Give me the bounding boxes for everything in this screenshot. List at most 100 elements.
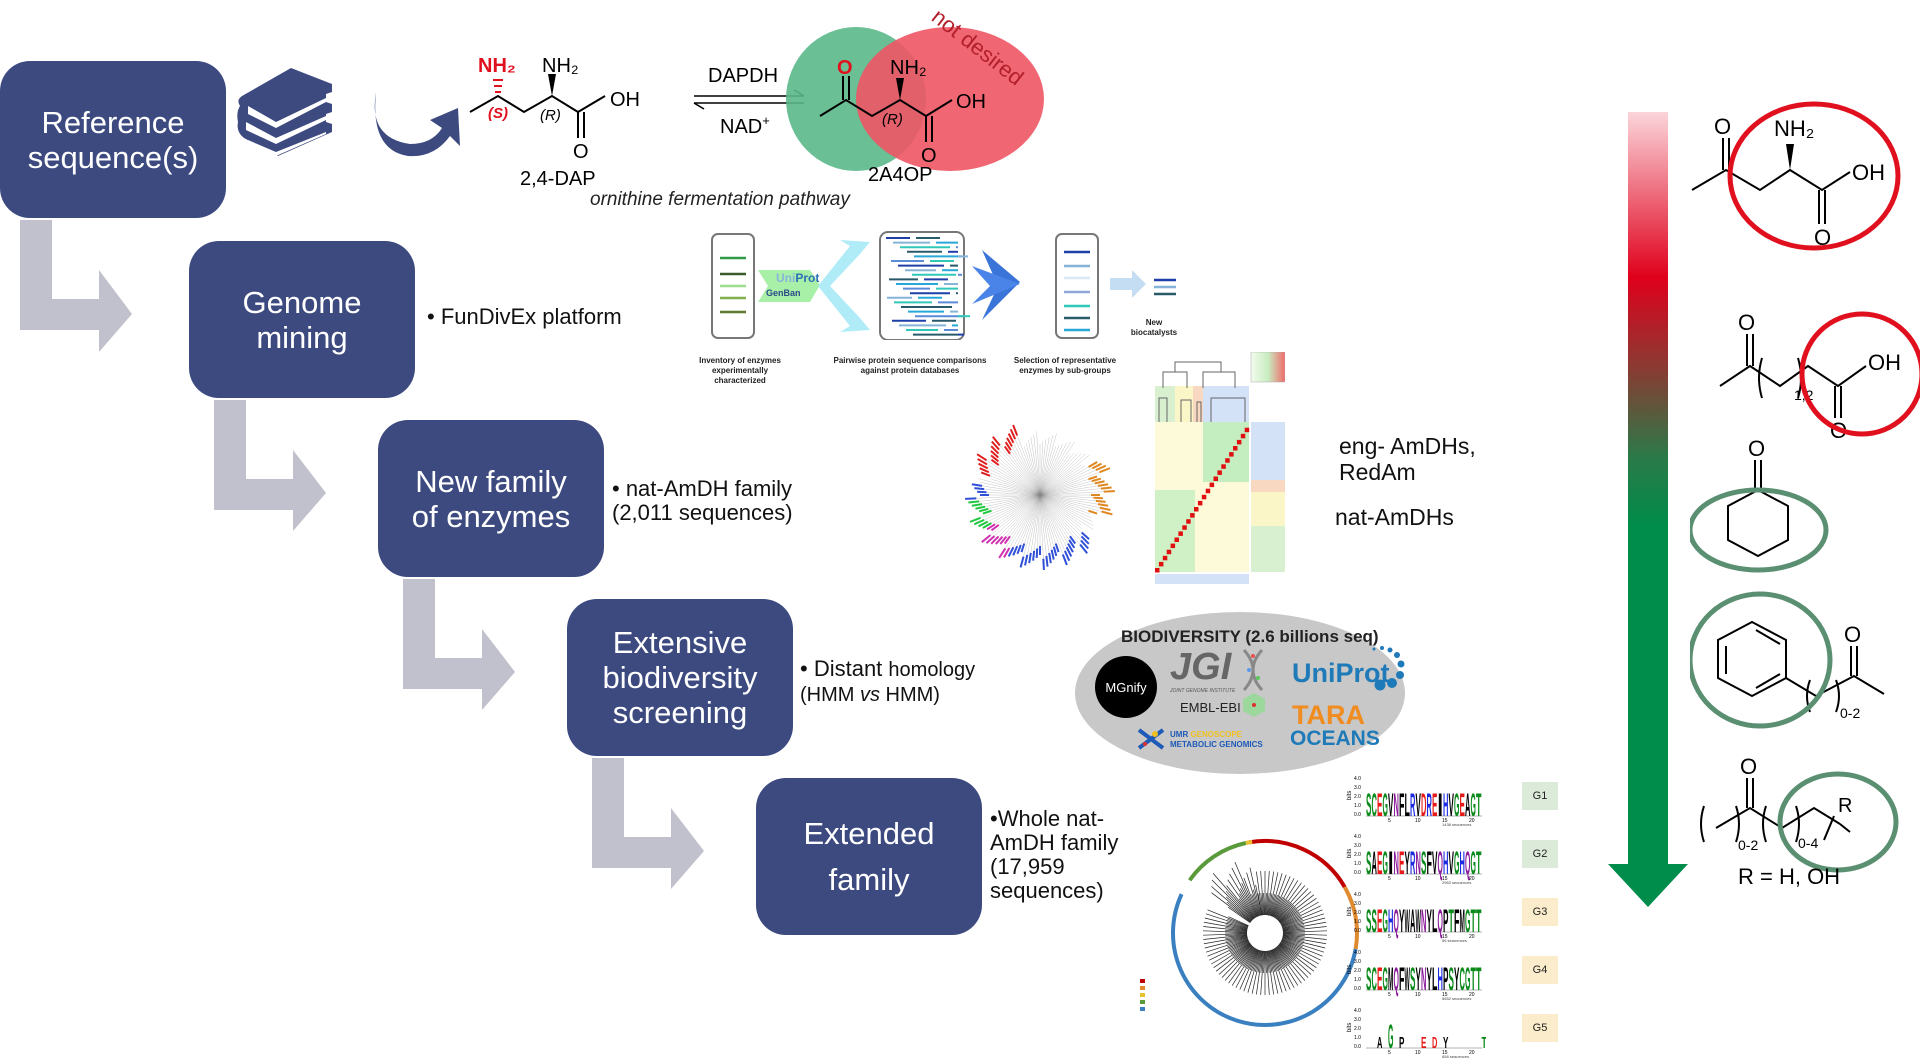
- connector-arrow-1: [20, 220, 132, 352]
- product-oh: OH: [956, 91, 986, 113]
- logo-ylabel: bits: [1347, 1023, 1353, 1032]
- tara-logo: TARA: [1292, 703, 1365, 727]
- biodiversity-title: BIODIVERSITY (2.6 billions seq): [1121, 627, 1379, 647]
- selection-panel: [1056, 234, 1098, 338]
- logo-ytick: 1.0: [1354, 977, 1361, 983]
- logo-ytick: 1.0: [1354, 861, 1361, 867]
- logo-ytick: 0.0: [1354, 1044, 1361, 1050]
- logo-letter: P: [1399, 1035, 1405, 1052]
- color-key: [1251, 352, 1285, 382]
- phenyl-ketone-o: O: [1844, 622, 1861, 647]
- phenyl-index: 0-2: [1840, 705, 1860, 721]
- logo-seq-count: 1438 sequences: [1442, 822, 1471, 826]
- caption-inventory: Inventory of enzymes experimentally char…: [690, 356, 790, 386]
- logo-seq-count: 2963 sequences: [1442, 880, 1471, 884]
- bullet-text: homology: [888, 659, 975, 681]
- tree-legend: [1140, 979, 1145, 1011]
- logo-ytick: 0.0: [1354, 986, 1361, 992]
- green-circle-2: [1690, 594, 1830, 726]
- logo-ytick: 1.0: [1354, 1035, 1361, 1041]
- red-ellipse: [856, 27, 1044, 171]
- aliphatic-index-1: 0-2: [1738, 837, 1758, 853]
- logo-ylabel: bits: [1347, 965, 1353, 974]
- product-name: 2A4OP: [868, 164, 932, 186]
- logo-seq-count: 5652 sequences: [1442, 996, 1471, 1000]
- logo-ytick: 4.0: [1354, 892, 1361, 898]
- logo-xtick: 10: [1415, 1050, 1421, 1056]
- logo-ytick: 3.0: [1354, 785, 1361, 791]
- bullet-text: • Distant: [800, 656, 888, 681]
- logo-xtick: 20: [1469, 1050, 1475, 1056]
- logo-letter: T: [1476, 787, 1482, 823]
- group-label-g5: G5: [1522, 1014, 1558, 1042]
- spread-arrows: [818, 240, 870, 332]
- logo-ytick: 3.0: [1354, 843, 1361, 849]
- embl-hex-icon: [1242, 692, 1266, 718]
- label-eng-amdhs: eng- AmDHs, RedAm: [1339, 433, 1476, 485]
- logo-ytick: 1.0: [1354, 803, 1361, 809]
- r-definition: R = H, OH: [1738, 864, 1840, 889]
- bullet-nat-amdh-family: • nat-AmDH family (2,011 sequences): [612, 477, 793, 525]
- uniprot-dots-icon: [1360, 645, 1408, 693]
- gradient-arrow: [1608, 112, 1688, 907]
- uniprot-mini-logo: UniProt: [776, 271, 819, 285]
- sub1-ketone-o: O: [1714, 114, 1731, 139]
- bullet-text: vs: [860, 684, 880, 706]
- logo-ytick: 0.0: [1354, 812, 1361, 818]
- sub2-ketone-o: O: [1738, 310, 1755, 335]
- embl-ebi-logo: EMBL-EBI: [1180, 700, 1241, 715]
- jgi-subtitle: JOINT GENOME INSTITUTE: [1170, 688, 1235, 694]
- connector-arrow-3: [403, 579, 515, 710]
- logo-letter: Y: [1443, 1035, 1449, 1052]
- oh-label: OH: [610, 89, 640, 111]
- logo-ytick: 2.0: [1354, 794, 1361, 800]
- jgi-logo: JGI: [1170, 646, 1231, 689]
- logo-letter: G: [1388, 1018, 1393, 1056]
- logo-ytick: 3.0: [1354, 901, 1361, 907]
- logo-ytick: 2.0: [1354, 910, 1361, 916]
- logo-ytick: 3.0: [1354, 1017, 1361, 1023]
- logo-letter: T: [1476, 845, 1482, 881]
- logo-ytick: 2.0: [1354, 1026, 1361, 1032]
- logo-ylabel: bits: [1347, 791, 1353, 800]
- similarity-heatmap: [1155, 352, 1285, 584]
- reaction-scheme: NH₂ NH₂ OH O (S) (R) 2,4-DAP DAPDH NAD+ …: [460, 0, 1060, 215]
- bullet-fundivex: • FunDivEx platform: [427, 305, 622, 329]
- nh2-red-label: NH₂: [478, 55, 516, 77]
- caption-pairwise: Pairwise protein sequence comparisons ag…: [830, 356, 990, 376]
- final-arrow: [1110, 270, 1146, 298]
- logo-ytick: 0.0: [1354, 870, 1361, 876]
- logo-ytick: 4.0: [1354, 950, 1361, 956]
- substrate-name: 2,4-DAP: [520, 168, 596, 190]
- label-nat-amdhs: nat-AmDHs: [1335, 504, 1454, 530]
- logo-ytick: 4.0: [1354, 1008, 1361, 1014]
- logo-ytick: 0.0: [1354, 928, 1361, 934]
- bullet-whole-family: •Whole nat- AmDH family (17,959 sequence…: [990, 807, 1118, 903]
- logo-letter: A: [1377, 1035, 1383, 1052]
- logo-ytick: 4.0: [1354, 776, 1361, 782]
- enzyme-label: DAPDH: [708, 65, 778, 87]
- green-circle-1: [1690, 490, 1826, 570]
- substrate-scope: O NH₂ OH O O OH O 1,2 O O 0-2 O 0-2 0-4 …: [1690, 100, 1920, 900]
- sub2-oh: OH: [1868, 350, 1901, 375]
- product-nh2: NH₂: [890, 57, 927, 79]
- logo-ylabel: bits: [1347, 907, 1353, 916]
- s-stereo-label: (S): [488, 105, 508, 122]
- group-label-g3: G3: [1522, 898, 1558, 926]
- genoscope-icon: [1137, 728, 1165, 750]
- books-icon: [236, 66, 336, 158]
- logo-letter: T: [1482, 1035, 1487, 1052]
- logo-ytick: 1.0: [1354, 919, 1361, 925]
- r-group-label: R: [1838, 795, 1852, 817]
- logo-ytick: 3.0: [1354, 959, 1361, 965]
- logo-letter: D: [1432, 1035, 1437, 1052]
- fundivex-pipeline: UniProt GenBan: [700, 230, 1180, 340]
- logo-letter: T: [1476, 961, 1482, 997]
- cyclohexanone-o: O: [1748, 436, 1765, 461]
- aliphatic-index-2: 0-4: [1798, 835, 1818, 851]
